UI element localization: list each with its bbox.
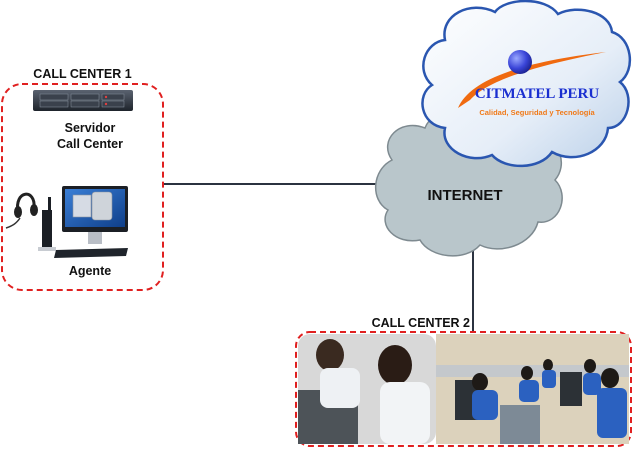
server-label-line2: Call Center	[57, 137, 123, 151]
internet-label: INTERNET	[427, 187, 503, 204]
server-label: Servidor Call Center	[40, 120, 140, 152]
call-center-1-title: CALL CENTER 1	[33, 67, 132, 81]
server-label-line1: Servidor	[64, 121, 116, 135]
agent-workstation-icon	[5, 186, 128, 258]
agent-label: Agente	[68, 264, 112, 278]
call-center-2-box	[295, 331, 632, 447]
call-center-1-box	[1, 83, 164, 291]
provider-name: CITMATEL PERU	[474, 86, 600, 102]
call-center-2-title: CALL CENTER 2	[371, 316, 470, 330]
citmatel-cloud-icon	[421, 0, 632, 168]
provider-slogan: Calidad, Seguridad y Tecnología	[479, 108, 595, 117]
server-icon	[33, 90, 133, 111]
call-center-2-photo	[298, 334, 629, 444]
